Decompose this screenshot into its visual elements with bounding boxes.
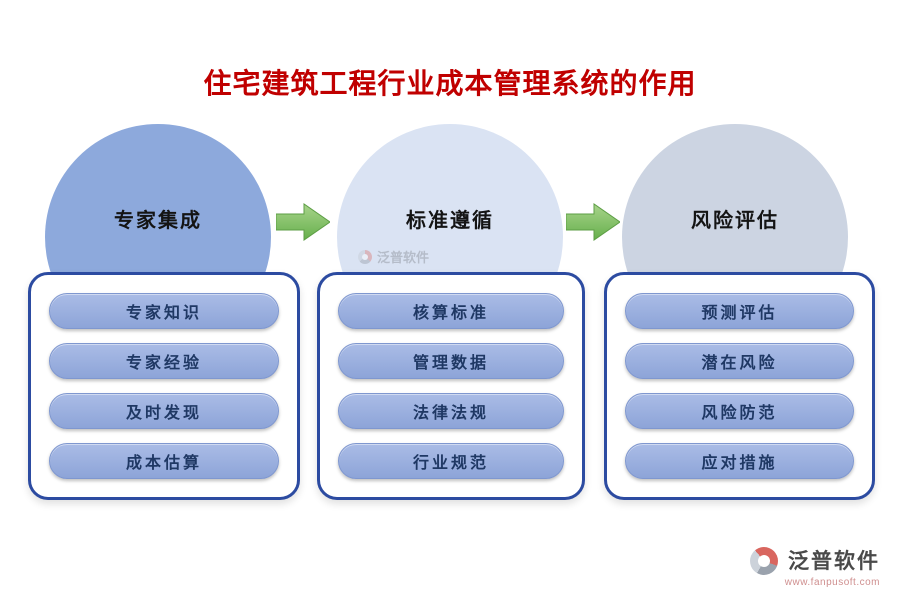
panel-expert-integration: 专家知识 专家经验 及时发现 成本估算 — [28, 272, 300, 500]
panel-risk-assessment: 预测评估 潜在风险 风险防范 应对措施 — [604, 272, 875, 500]
brand-logo-icon — [749, 547, 778, 575]
list-item: 风险防范 — [625, 393, 854, 429]
list-item: 核算标准 — [338, 293, 564, 329]
right-arrow-icon — [566, 203, 620, 241]
list-item: 专家经验 — [49, 343, 279, 379]
list-item: 行业规范 — [338, 443, 564, 479]
list-item: 及时发现 — [49, 393, 279, 429]
right-arrow-icon — [276, 203, 330, 241]
circle-label: 风险评估 — [691, 210, 779, 232]
list-item: 专家知识 — [49, 293, 279, 329]
watermark-logo-icon — [358, 249, 372, 264]
brand-url: www.fanpusoft.com — [784, 577, 880, 588]
list-item: 法律法规 — [338, 393, 564, 429]
page-title: 住宅建筑工程行业成本管理系统的作用 — [203, 68, 697, 99]
circle-label: 标准遵循 — [406, 210, 494, 232]
list-item: 应对措施 — [625, 443, 854, 479]
panel-standard-compliance: 核算标准 管理数据 法律法规 行业规范 — [317, 272, 585, 500]
list-item: 管理数据 — [338, 343, 564, 379]
watermark: 泛普软件 — [358, 247, 429, 266]
list-item: 潜在风险 — [625, 343, 854, 379]
circle-label: 专家集成 — [114, 210, 202, 232]
brand-name: 泛普软件 — [788, 550, 880, 573]
watermark-text: 泛普软件 — [377, 250, 430, 265]
list-item: 成本估算 — [49, 443, 279, 479]
list-item: 预测评估 — [625, 293, 854, 329]
brand-text-block: 泛普软件 www.fanpusoft.com — [785, 545, 880, 588]
brand-logo: 泛普软件 www.fanpusoft.com — [749, 545, 880, 588]
